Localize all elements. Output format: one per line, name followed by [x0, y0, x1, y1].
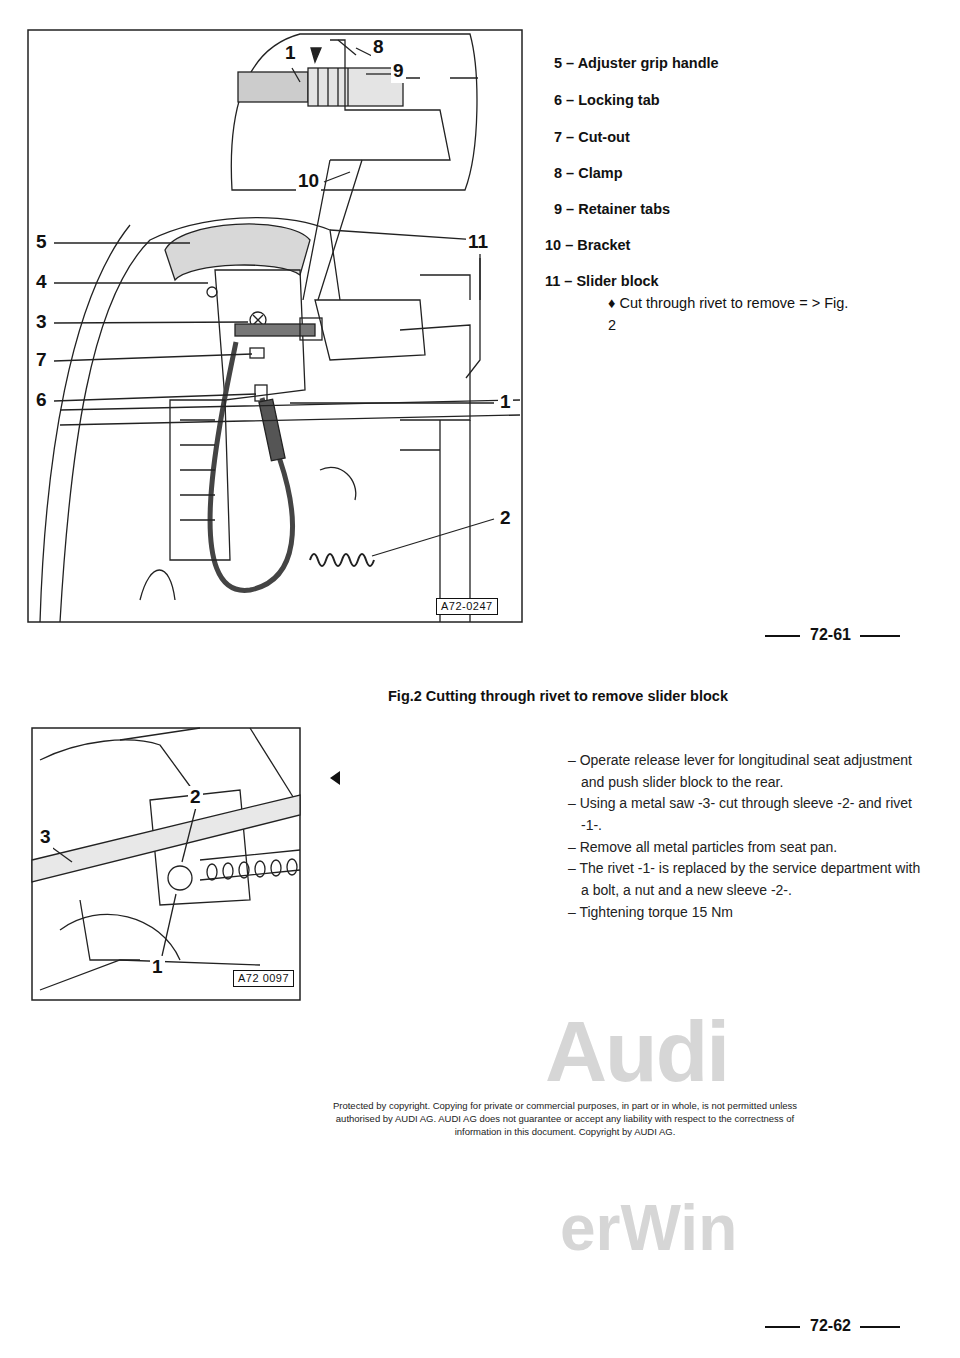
- note: ♦ Cut through rivet to remove = > Fig. 2: [608, 293, 858, 337]
- step: – Using a metal saw -3- cut through slee…: [568, 793, 930, 836]
- step: – Remove all metal particles from seat p…: [568, 837, 930, 859]
- copyright-note: Protected by copyright. Copying for priv…: [330, 1100, 800, 1138]
- callout-number: 2: [498, 507, 513, 530]
- callout-number: 1: [283, 42, 298, 65]
- figure-id: A72-0247: [436, 598, 498, 615]
- saw-illustration: [32, 728, 300, 1000]
- callout-number: 7: [34, 349, 49, 372]
- figure-caption: Fig.2 Cutting through rivet to remove sl…: [388, 688, 728, 705]
- step: – The rivet -1- is replaced by the servi…: [568, 858, 930, 901]
- callout-number: 5: [34, 231, 49, 254]
- callout-number: 1: [498, 391, 513, 414]
- watermark: Audi: [545, 1000, 728, 1103]
- part-name: 9 – Retainer tabs: [554, 201, 670, 218]
- step: – Operate release lever for longitudinal…: [568, 750, 930, 793]
- figure-id: A72 0097: [233, 970, 294, 987]
- part-name: 8 – Clamp: [554, 165, 623, 182]
- page-number: 72-62: [810, 1316, 851, 1335]
- page-number: 72-61: [810, 625, 851, 644]
- callout-number: 1: [150, 956, 165, 979]
- page-rule: [765, 636, 900, 1327]
- part-name: 6 – Locking tab: [554, 92, 660, 109]
- part-name: 10 – Bracket: [545, 237, 630, 254]
- seat-illustration: [28, 30, 522, 622]
- callout-number: 8: [371, 36, 386, 59]
- callout-number: 3: [34, 311, 49, 334]
- callout-number: 11: [466, 231, 490, 254]
- step: – Tightening torque 15 Nm: [568, 902, 930, 924]
- callout-number: 10: [296, 170, 321, 193]
- callout-number: 6: [34, 389, 49, 412]
- callout-number: 4: [34, 271, 49, 294]
- part-name: 7 – Cut-out: [554, 129, 630, 146]
- callout-number: 2: [188, 786, 203, 809]
- callout-number: 3: [38, 826, 53, 849]
- part-name: 5 – Adjuster grip handle: [554, 55, 719, 72]
- pointer-arrow: [330, 771, 340, 785]
- step-list: – Operate release lever for longitudinal…: [568, 750, 930, 924]
- callout-number: 9: [391, 60, 406, 83]
- part-name: 11 – Slider block: [545, 273, 659, 290]
- watermark: erWin: [560, 1190, 737, 1267]
